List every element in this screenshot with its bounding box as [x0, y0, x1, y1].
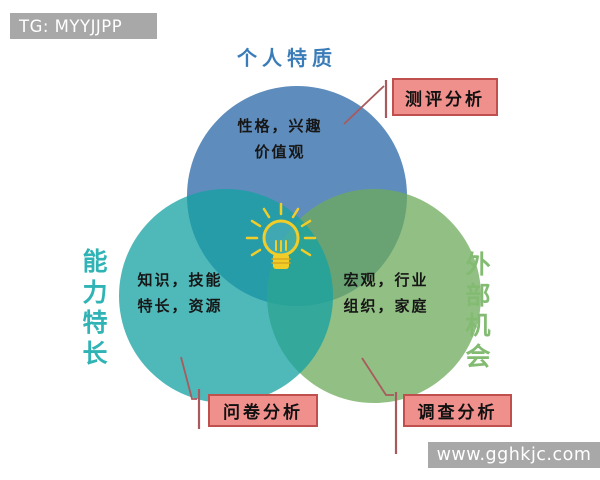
venn-circles: [119, 86, 481, 403]
right-circle-content: 宏观，行业 组织，家庭: [316, 267, 456, 320]
watermark-top-banner: TG: MYYJJPP: [10, 13, 157, 39]
left-circle: [119, 189, 333, 403]
top-circle-content: 性格，兴趣 价值观: [215, 113, 345, 166]
top-circle-content-line1: 性格，兴趣: [237, 117, 323, 135]
callout-survey-box: 调查分析: [403, 394, 512, 427]
top-circle-label: 个人特质: [237, 46, 337, 70]
right-circle-content-line2: 组织，家庭: [343, 297, 429, 316]
connector-survey: [361, 357, 394, 396]
left-circle-label: 能力特长: [82, 247, 108, 368]
top-circle-content-line2: 价值观: [254, 143, 306, 162]
lightbulb-icon: [245, 202, 317, 269]
connector-questionnaire: [180, 356, 197, 400]
left-circle-content-line2: 特长，资源: [137, 297, 223, 316]
watermark-top-text: TG: MYYJJPP: [19, 16, 123, 36]
right-circle-content-line1: 宏观，行业: [343, 271, 429, 289]
watermark-bottom-banner: www.gghkjc.com: [428, 442, 600, 468]
right-circle: [267, 189, 481, 403]
left-circle-content-line1: 知识，技能: [137, 271, 223, 289]
right-circle-label: 外部机会: [465, 250, 491, 371]
callout-questionnaire-box: 问卷分析: [208, 394, 318, 427]
lightbulb-rays: [245, 202, 317, 257]
left-circle-content: 知识，技能 特长，资源: [110, 267, 250, 320]
watermark-bottom-text: www.gghkjc.com: [436, 445, 592, 465]
callout-assessment-box: 测评分析: [392, 78, 498, 116]
connector-assessment: [343, 85, 385, 125]
callout-connectors: [180, 80, 398, 454]
